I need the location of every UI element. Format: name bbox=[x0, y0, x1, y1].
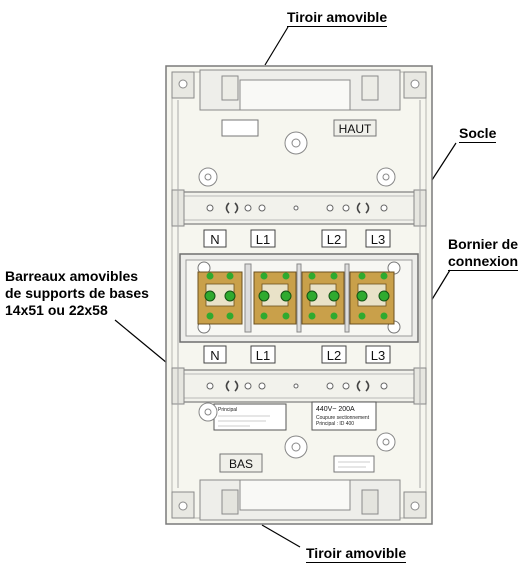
side-rails bbox=[177, 100, 421, 488]
phase-bottom-n: N bbox=[210, 348, 219, 363]
phase-top-l3: L3 bbox=[371, 232, 385, 247]
phase-top-l2: L2 bbox=[327, 232, 341, 247]
terminal-l1 bbox=[253, 271, 297, 325]
phase-top-n: N bbox=[210, 232, 219, 247]
label-barreaux: Barreaux amovibles de supports de bases … bbox=[5, 268, 149, 319]
rating-plate-left: Principal bbox=[213, 403, 287, 431]
barreau-top bbox=[171, 189, 427, 227]
terminal-n bbox=[197, 271, 243, 325]
label-socle-text: Socle bbox=[459, 125, 497, 143]
haut-plate bbox=[333, 119, 377, 137]
bas-plate bbox=[219, 453, 263, 473]
label-barreaux-line1: Barreaux amovibles bbox=[5, 268, 139, 284]
phase-labels-top: N L1 L2 L3 bbox=[203, 229, 391, 248]
label-tiroir-bottom-text: Tiroir amovible bbox=[306, 545, 407, 563]
top-corner-blocks bbox=[171, 71, 427, 99]
barreau-bottom bbox=[171, 367, 427, 405]
bottom-corner-blocks bbox=[171, 491, 427, 519]
plate-left-title: Principal bbox=[218, 407, 237, 413]
label-slot bbox=[221, 119, 259, 137]
terminal-l3 bbox=[349, 271, 395, 325]
label-barreaux-line2: de supports de bases bbox=[5, 285, 149, 301]
label-tiroir-top-text: Tiroir amovible bbox=[287, 9, 388, 27]
leader-tiroir-top bbox=[264, 26, 289, 66]
bas-label: BAS bbox=[229, 457, 253, 471]
terminal-l2 bbox=[301, 271, 345, 325]
tiroir-top bbox=[199, 69, 401, 111]
plate-right-line2: Principal : ID 400 bbox=[316, 421, 354, 427]
bornier-de-connexion bbox=[179, 253, 419, 343]
phase-bottom-l2: L2 bbox=[327, 348, 341, 363]
tiroir-bottom bbox=[199, 479, 401, 521]
leader-tiroir-bottom bbox=[261, 524, 301, 548]
rating-value: 440V~ 200A bbox=[316, 406, 355, 413]
phase-top-l1: L1 bbox=[256, 232, 270, 247]
rating-plate-right: 440V~ 200A Coupure sectionnement Princip… bbox=[311, 401, 377, 431]
phase-bottom-l3: L3 bbox=[371, 348, 385, 363]
label-tiroir-bottom: Tiroir amovible bbox=[306, 545, 407, 563]
leader-socle bbox=[431, 142, 457, 181]
label-bornier: Bornier de connexion bbox=[448, 236, 519, 271]
phase-bottom-l1: L1 bbox=[256, 348, 270, 363]
label-tiroir-top: Tiroir amovible bbox=[287, 9, 388, 27]
phase-labels-bottom: N L1 L2 L3 bbox=[203, 345, 391, 364]
haut-label: HAUT bbox=[339, 122, 372, 136]
label-bornier-line2: connexion bbox=[448, 253, 519, 271]
label-bornier-line1: Bornier de bbox=[448, 236, 519, 252]
lower-bosses bbox=[198, 402, 396, 459]
plate-right-line1: Coupure sectionnement bbox=[316, 415, 370, 421]
small-label bbox=[333, 455, 375, 473]
label-barreaux-line3: 14x51 ou 22x58 bbox=[5, 302, 108, 318]
label-socle: Socle bbox=[459, 125, 497, 143]
upper-bosses bbox=[198, 131, 396, 187]
